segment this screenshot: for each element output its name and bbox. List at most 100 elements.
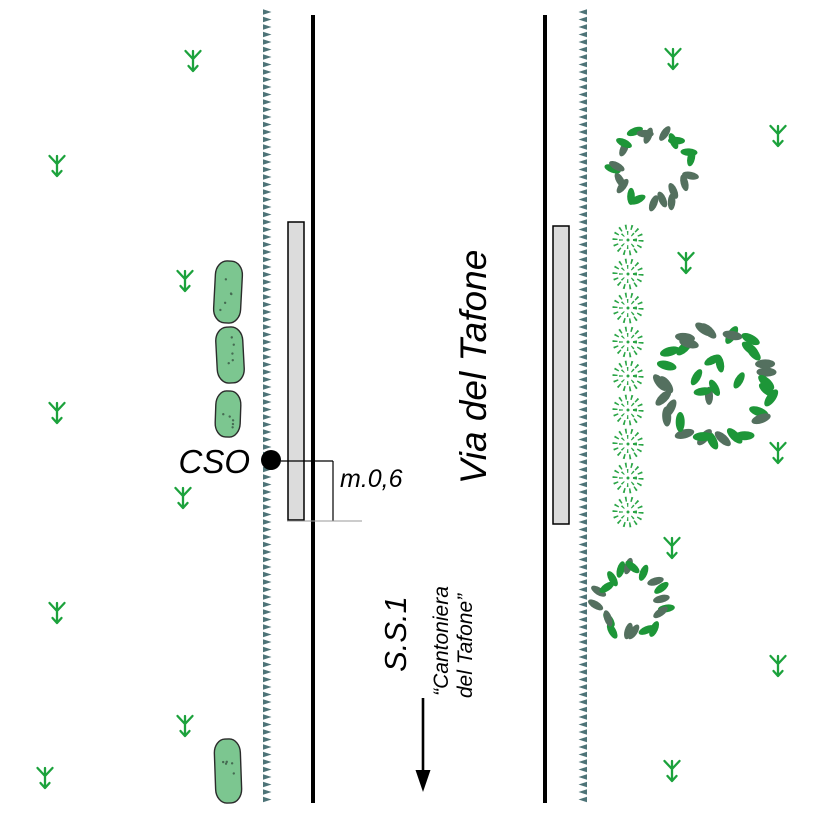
fence-hatch-mark — [263, 594, 272, 600]
bush-leaf — [616, 561, 626, 578]
fence-hatch-mark — [578, 196, 587, 203]
fence-hatch-mark — [578, 361, 587, 368]
stone-shape — [213, 738, 243, 804]
fence-hatch-mark — [578, 286, 587, 293]
fence-hatch-mark — [263, 114, 272, 120]
fence-hatch-mark — [578, 241, 587, 248]
shrub-dot — [626, 238, 630, 242]
fence-hatch-mark — [263, 24, 272, 30]
fence-hatch-mark — [578, 294, 587, 300]
fence-hatch-mark — [263, 84, 272, 90]
bush-leaf — [609, 160, 625, 172]
fence-hatch-mark — [263, 324, 272, 330]
fence-hatch-mark — [578, 616, 587, 623]
fence-hatch-mark — [263, 526, 272, 533]
fence-hatch-mark — [263, 196, 272, 203]
fence-hatch-mark — [263, 796, 272, 803]
bush-leaf — [693, 387, 712, 396]
bush-leaf — [656, 360, 677, 371]
fence-hatch-mark — [263, 61, 272, 68]
fence-hatch-mark — [578, 744, 587, 750]
fence-hatch-mark — [263, 31, 272, 38]
stone-speckle — [230, 762, 234, 765]
bush-leaf — [638, 564, 649, 581]
bush-leaf — [700, 323, 717, 339]
fence-hatch-mark — [263, 286, 272, 293]
fence-hatch-mark — [578, 16, 587, 23]
grass-icon — [663, 536, 681, 560]
bush-leaf — [655, 390, 672, 406]
bush-leaf — [654, 581, 669, 594]
stone-speckle — [219, 308, 222, 312]
fence-hatch-mark — [263, 646, 272, 653]
stone-speckle — [225, 760, 228, 764]
fence-hatch-mark — [578, 399, 587, 405]
bush-leaf — [764, 389, 779, 407]
fence-hatch-mark — [263, 669, 272, 675]
fence-hatch-mark — [578, 564, 587, 570]
stone-shape — [212, 260, 244, 324]
fence-hatch-mark — [578, 699, 587, 705]
shrub-dot — [626, 408, 630, 412]
bush-leaf — [745, 344, 761, 361]
fence-hatch-mark — [578, 406, 587, 413]
fence-hatch-mark — [578, 354, 587, 360]
fence-hatch-mark — [578, 729, 587, 735]
fence-hatch-mark — [578, 571, 587, 578]
stone-speckle — [231, 358, 234, 362]
shrub-icon — [612, 224, 644, 256]
fence-hatch-mark — [263, 466, 272, 473]
fence-hatch-mark — [263, 579, 272, 585]
bush-leaf — [614, 172, 626, 188]
fence-hatch-mark — [263, 76, 272, 83]
fence-hatch-mark — [263, 204, 272, 210]
fence-hatch-mark — [578, 54, 587, 60]
fence-hatch-mark — [263, 181, 272, 188]
shrub-ring-inner — [619, 503, 637, 521]
fence-hatch-mark — [578, 759, 587, 765]
bush-leaf — [624, 622, 633, 640]
fence-hatch-mark — [578, 436, 587, 443]
fence-hatch-mark — [578, 489, 587, 495]
stone-shape — [214, 390, 242, 438]
bush-leaf — [599, 581, 615, 593]
fence-hatch-mark — [263, 99, 272, 105]
bush-leaf — [679, 338, 699, 349]
fence-hatch-mark — [578, 541, 587, 548]
bush-leaf — [714, 431, 731, 447]
fence-hatch-mark — [263, 376, 272, 383]
bush-leaf — [704, 354, 721, 366]
bush-leaf — [668, 182, 679, 199]
stone-icon — [215, 326, 245, 384]
grass-icon — [769, 124, 787, 148]
bush-leaf — [660, 346, 680, 357]
shrub-dot — [626, 442, 630, 446]
shrub-ring-inner — [619, 435, 637, 453]
fence-hatch-mark — [578, 316, 587, 323]
fence-hatch-mark — [263, 691, 272, 698]
fence-hatch-mark — [578, 646, 587, 653]
fence-hatch-mark — [263, 504, 272, 510]
measurement-label: m.0,6 — [340, 465, 403, 493]
fence-hatch-mark — [578, 481, 587, 488]
grass-icon — [769, 441, 787, 465]
fence-hatch-mark — [578, 714, 587, 720]
fence-hatch-mark — [578, 601, 587, 608]
fence-hatch-mark — [578, 421, 587, 428]
fence-hatch-mark — [263, 736, 272, 743]
fence-hatch-mark — [578, 84, 587, 90]
grass-icon — [184, 49, 202, 73]
fence-hatch-mark — [578, 61, 587, 68]
fence-hatch-mark — [578, 526, 587, 533]
fence-hatch-mark — [578, 751, 587, 758]
stone-speckle — [231, 419, 235, 422]
fence-hatch-mark — [263, 684, 272, 690]
fence-hatch-mark — [263, 39, 272, 45]
bush-leaf — [606, 623, 618, 639]
fence-hatch-mark — [263, 564, 272, 570]
fence-hatch-mark — [578, 271, 587, 278]
fence-hatch-mark — [578, 429, 587, 435]
fence-hatch-mark — [578, 189, 587, 195]
stone-speckle — [224, 278, 228, 281]
